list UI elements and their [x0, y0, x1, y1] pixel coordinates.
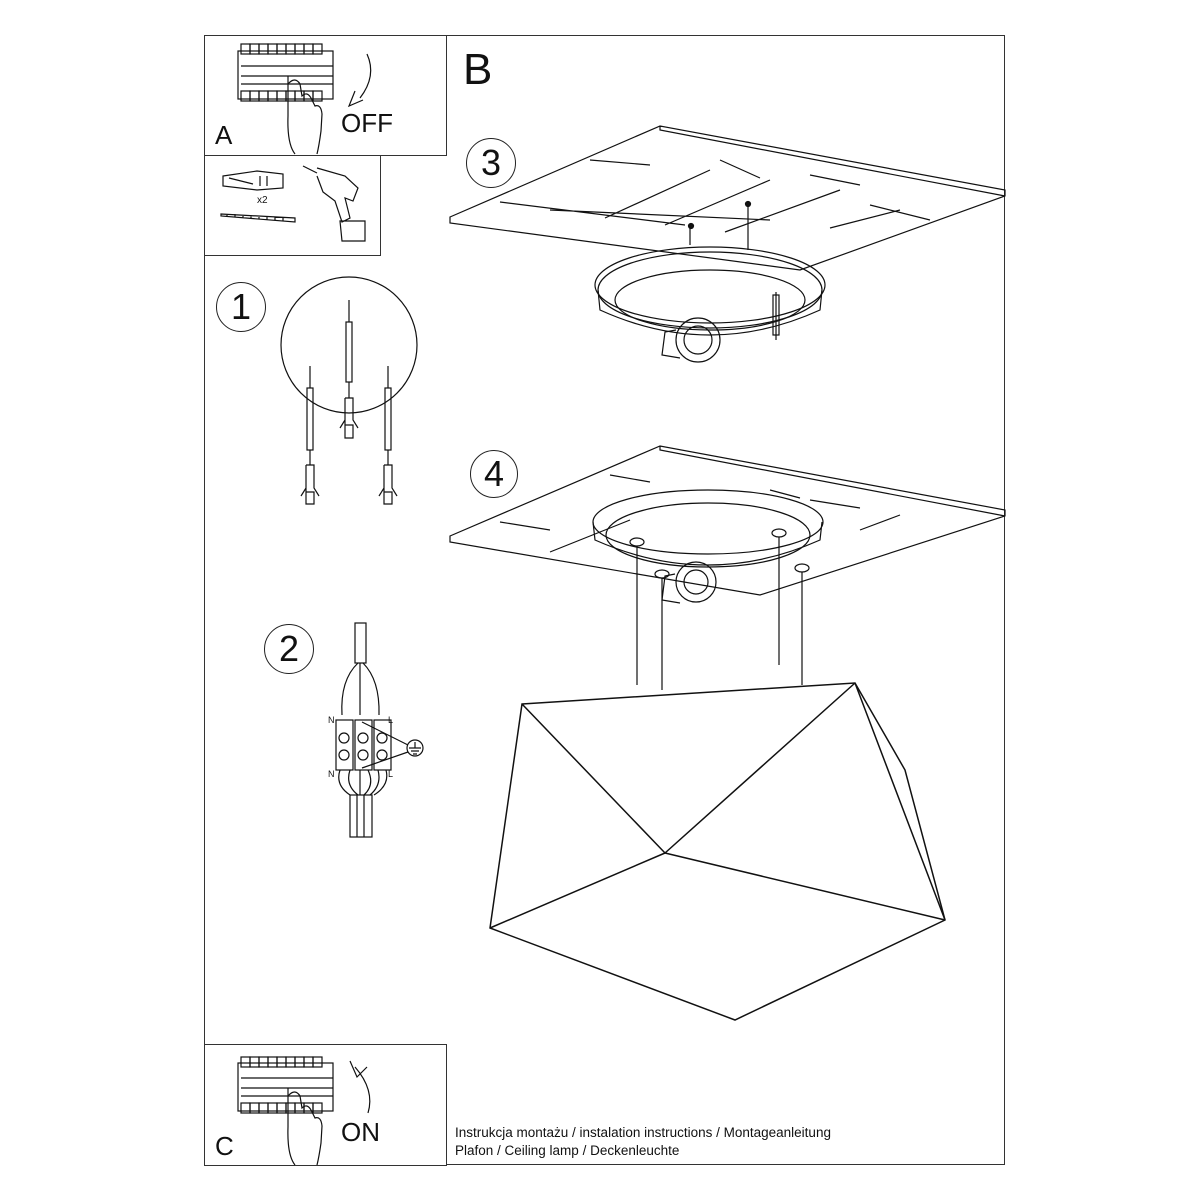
screw-icon	[220, 213, 296, 223]
neutral-label-bottom: N	[328, 769, 335, 779]
product-title: Plafon / Ceiling lamp / Deckenleuchte	[455, 1143, 680, 1158]
panel-tools: x2	[204, 155, 381, 256]
instruction-sheet-frame	[204, 35, 1005, 1165]
wiring-diagram: N L N L	[328, 622, 424, 838]
step-4-number: 4	[483, 453, 505, 494]
panel-letter-a: A	[215, 120, 233, 150]
step-3-number: 3	[480, 142, 502, 183]
circuit-breaker-hand-icon	[237, 43, 372, 155]
quantity-label: x2	[257, 195, 268, 206]
instructions-title: Instrukcja montażu / instalation instruc…	[455, 1125, 831, 1140]
panel-letter-b: B	[463, 45, 493, 94]
step-1-badge: 1	[216, 282, 266, 332]
step-4-badge: 4	[470, 450, 518, 498]
step-3-badge: 3	[466, 138, 516, 188]
step-1-number: 1	[230, 286, 252, 327]
step-2-number: 2	[278, 628, 300, 669]
drill-icon	[302, 165, 366, 242]
live-label-top: L	[388, 715, 393, 725]
panel-c-power-on: ON C	[204, 1044, 447, 1166]
neutral-label-top: N	[328, 715, 335, 725]
wall-plug-installation-illustration	[280, 276, 418, 505]
step-2-badge: 2	[264, 624, 314, 674]
live-label-bottom: L	[388, 769, 393, 779]
circuit-breaker-hand-icon	[237, 1056, 371, 1166]
tools-illustration	[220, 165, 366, 242]
panel-a-power-off: OFF A	[204, 35, 447, 156]
wall-plug-icon	[222, 170, 284, 191]
document-caption: Instrukcja montażu / instalation instruc…	[455, 1124, 831, 1160]
ceiling-base-mount-illustration	[449, 125, 1006, 363]
panel-letter-c: C	[215, 1131, 234, 1161]
power-on-label: ON	[341, 1117, 380, 1147]
shade-attachment-illustration	[449, 445, 1006, 1021]
power-off-label: OFF	[341, 108, 393, 138]
